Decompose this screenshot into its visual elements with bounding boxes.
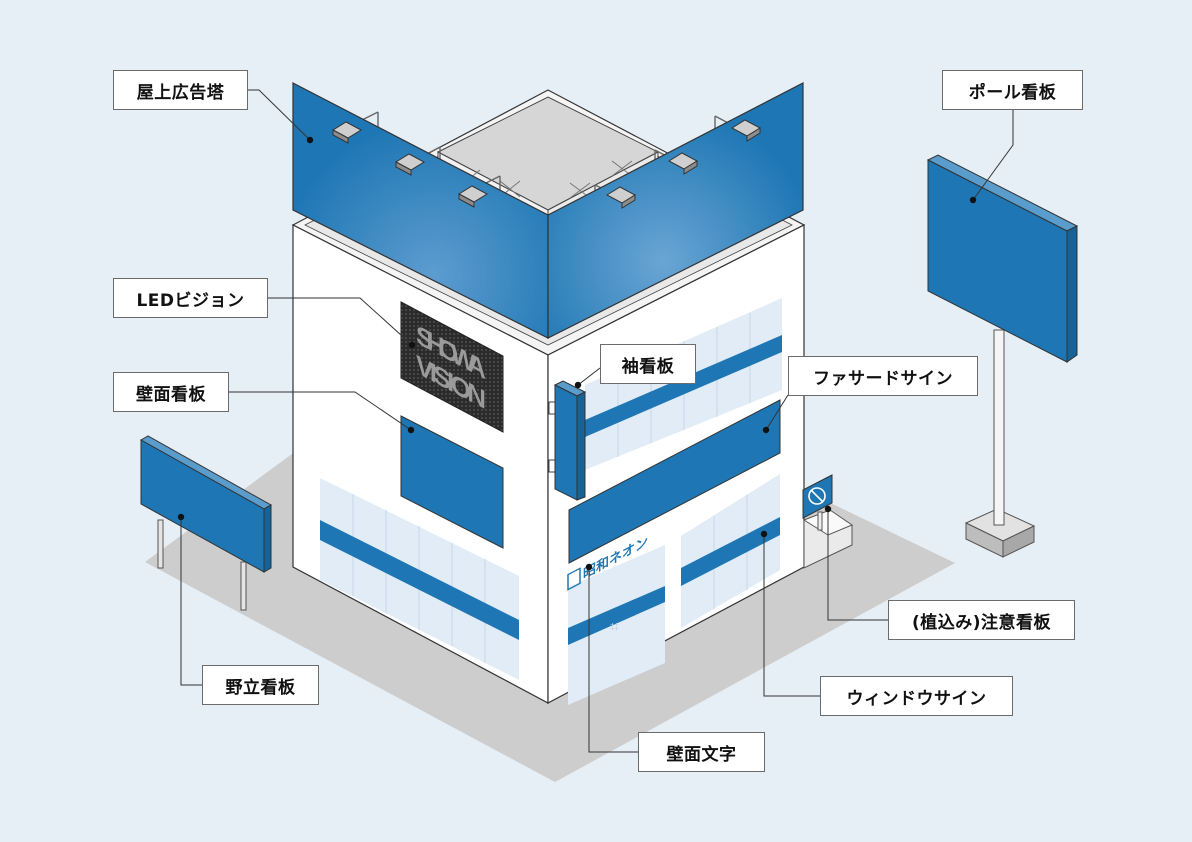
svg-text:⌗: ⌗	[610, 617, 619, 636]
label-window-sign: ウィンドウサイン	[820, 676, 1013, 716]
leader-lines	[180, 89, 1014, 753]
label-facade-sign: ファサードサイン	[788, 356, 978, 396]
leader-dots	[177, 136, 977, 571]
facade-sign-panel	[568, 399, 781, 564]
freestanding-sign	[139, 435, 273, 611]
label-caution-sign: (植込み)注意看板	[888, 600, 1075, 640]
wall-sign-panel	[400, 415, 504, 549]
pole-sign	[926, 154, 1079, 558]
label-projecting-sign: 袖看板	[600, 344, 696, 384]
label-pole-sign: ポール看板	[942, 70, 1083, 110]
caution-sign	[802, 474, 833, 531]
label-wall-letters: 壁面文字	[638, 732, 765, 772]
label-wall-sign: 壁面看板	[113, 372, 229, 412]
label-freestanding-sign: 野立看板	[202, 665, 319, 705]
projecting-sign	[548, 380, 587, 501]
led-vision: SHOWA VISION	[400, 301, 504, 433]
label-rooftop-billboard: 屋上広告塔	[113, 70, 248, 110]
rooftop-billboard	[292, 82, 804, 339]
label-led-vision: LEDビジョン	[113, 278, 268, 318]
